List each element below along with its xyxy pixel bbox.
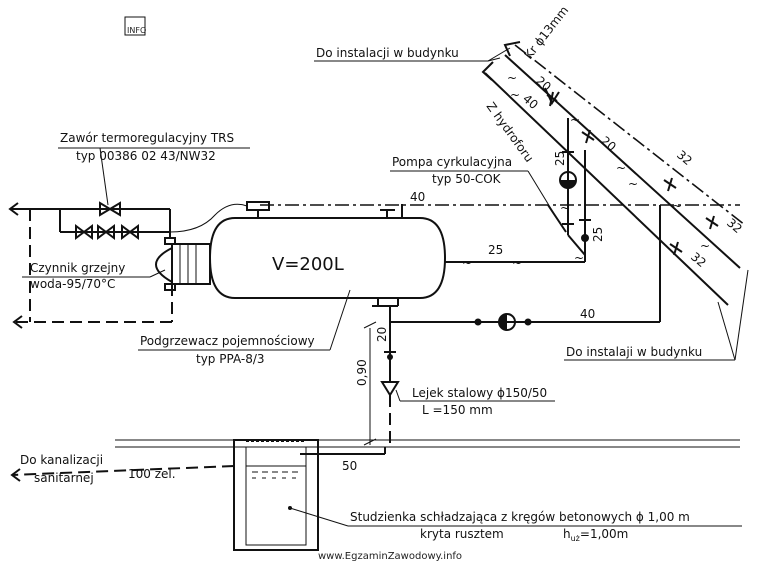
svg-text:~: ~ <box>560 201 570 215</box>
steel-funnel <box>380 381 400 445</box>
size-32-b: 32 <box>724 216 745 237</box>
heater-type: typ PPA-8/3 <box>196 352 265 366</box>
storage-heater <box>155 201 452 307</box>
size-25-riser-2: 25 <box>591 227 605 242</box>
size-20-b: 20 <box>598 134 619 155</box>
size-40-top: 40 <box>410 190 425 204</box>
sewer-line-1: Do kanalizacji <box>20 453 103 467</box>
cooling-well <box>233 439 319 551</box>
valve-diag-2 <box>581 129 595 144</box>
valve-diag-1 <box>544 87 560 107</box>
svg-text:~: ~ <box>510 88 520 102</box>
thermostatic-valve-1 <box>99 201 121 217</box>
water-temp-label: woda-95/70°C <box>30 277 115 291</box>
to-building-bottom-label: Do instalaji w budynku <box>566 345 702 359</box>
valve-title: Zawór termoregulacyjny TRS <box>60 131 234 145</box>
svg-text:INFO: INFO <box>127 26 146 35</box>
sewer-pipe: 100 żel. <box>128 467 176 481</box>
kr-pipe-label: Kr ϕ13mm <box>521 3 571 61</box>
svg-text:~: ~ <box>700 239 710 253</box>
pump-title: Pompa cyrkulacyjna <box>392 155 512 169</box>
pump-type: typ 50-COK <box>432 172 502 186</box>
sewer-outlet <box>10 447 386 482</box>
funnel-title: Lejek stalowy ϕ150/50 <box>412 386 547 400</box>
size-50: 50 <box>342 459 357 473</box>
valve-type: typ 00386 02 43/NW32 <box>76 149 216 163</box>
size-20-vert: 20 <box>375 327 389 342</box>
size-25-riser: 25 <box>553 151 567 166</box>
well-cover: kryta rusztem <box>420 527 504 541</box>
size-32-a: 32 <box>674 148 695 169</box>
size-20-a: 20 <box>533 74 554 95</box>
well-height: huż=1,00m <box>563 527 628 543</box>
heating-medium-label: Czynnik grzejny <box>30 261 125 275</box>
valve-diag-3 <box>663 177 677 192</box>
info-logo: INFO <box>124 16 146 36</box>
svg-text:~: ~ <box>628 177 638 191</box>
svg-text:~: ~ <box>507 71 517 85</box>
funnel-length: L =150 mm <box>422 403 493 417</box>
thermostatic-valve-2 <box>75 224 139 240</box>
svg-text:~: ~ <box>570 113 580 127</box>
height-dimension: 0,90 <box>355 359 369 386</box>
to-building-top-label: Do instalacji w budynku <box>316 46 459 60</box>
well-title: Studzienka schładzająca z kręgów betonow… <box>350 510 690 524</box>
svg-text:~: ~ <box>672 199 682 213</box>
svg-text:~: ~ <box>616 161 626 175</box>
size-25-mid: 25 <box>488 243 503 257</box>
return-line-40 <box>390 205 661 331</box>
heating-medium-circuit <box>8 201 248 329</box>
svg-text:~: ~ <box>512 256 522 270</box>
watermark: www.EgzaminZawodowy.info <box>318 551 462 562</box>
sewer-line-2: sanitarnej <box>34 471 94 485</box>
diagonal-pipes: ~ ~ ~ ~ ~ ~ ~ <box>481 41 746 306</box>
pump-risers <box>547 118 591 256</box>
tank-volume: V=200L <box>272 254 344 275</box>
heater-title: Podgrzewacz pojemnościowy <box>140 334 315 348</box>
svg-text:~: ~ <box>462 256 472 270</box>
svg-text:~: ~ <box>574 251 584 265</box>
valve-diag-4 <box>705 215 719 230</box>
valve-diag-5 <box>669 241 683 256</box>
size-40-right: 40 <box>580 307 595 321</box>
